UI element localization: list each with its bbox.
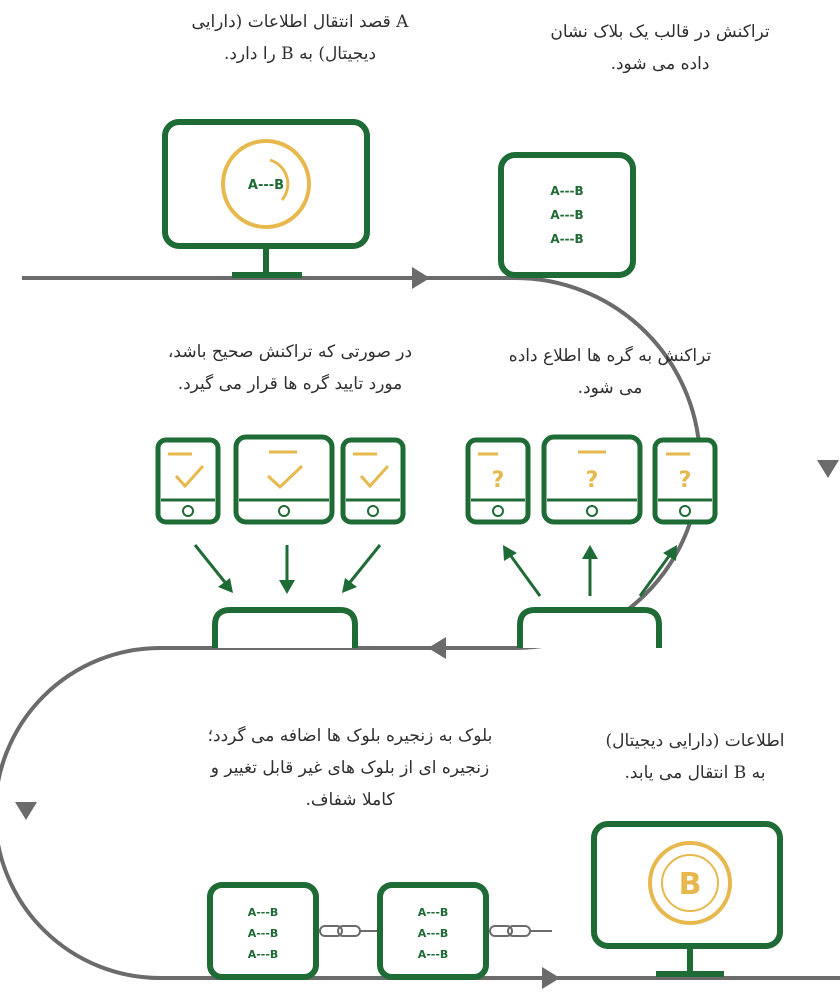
block-row-2: A---B	[248, 927, 279, 940]
question-mark-icon: ?	[586, 468, 599, 493]
caption-line: زنجیره ای از بلوک های غیر قابل تغییر و	[210, 758, 490, 778]
path-arrow-1	[412, 267, 430, 289]
node-check-phone-2	[233, 434, 335, 525]
caption-line: داده می شود.	[610, 54, 710, 74]
caption-line: می شود.	[577, 378, 643, 398]
checkmark-icon	[174, 464, 205, 489]
path-arrow-2	[817, 460, 839, 478]
caption-line: A قصد انتقال اطلاعات (دارایی	[191, 12, 409, 32]
caption-line: کاملا شفاف.	[305, 790, 395, 810]
path-arrow-4	[15, 802, 37, 820]
block-row-1: A---B	[550, 184, 583, 198]
caption-line: به B انتقال می یابد.	[624, 763, 766, 783]
node-question-phone-3: ?	[652, 437, 718, 525]
node-check-phone-3	[340, 437, 406, 525]
block-row-3: A---B	[248, 948, 279, 961]
caption-step-6: اطلاعات (دارایی دیجیتال) به B انتقال می …	[560, 725, 830, 789]
validation-arrows	[193, 544, 382, 594]
caption-step-2: تراکنش در قالب یک بلاک نشان داده می شود.	[500, 16, 820, 80]
monitor-b-icon: B	[591, 821, 783, 977]
block-row-3: A---B	[418, 948, 449, 961]
checkmark-icon	[359, 464, 390, 489]
transaction-block-icon: A---B A---B A---B	[498, 152, 636, 278]
block-on-path-right	[517, 607, 662, 648]
monitor-b-label: B	[679, 867, 702, 902]
caption-line: دیجیتال) به B را دارد.	[223, 44, 377, 64]
broadcast-arrows	[503, 545, 677, 597]
block-row-2: A---B	[418, 927, 449, 940]
caption-step-4: در صورتی که تراکنش صحیح باشد، مورد تایید…	[120, 336, 460, 400]
checkmark-icon	[266, 464, 304, 490]
caption-line: در صورتی که تراکنش صحیح باشد،	[167, 342, 413, 362]
block-on-path-left	[212, 607, 358, 648]
monitor-a-icon: A---B	[162, 119, 370, 278]
monitor-a-label: A---B	[248, 178, 284, 193]
chain-block-2: A---B A---B A---B	[377, 882, 489, 980]
node-question-phone-1: ?	[465, 437, 531, 525]
caption-step-3: تراکنش به گره ها اطلاع داده می شود.	[470, 340, 750, 404]
node-question-phone-2: ?	[541, 434, 643, 525]
caption-step-1: A قصد انتقال اطلاعات (دارایی دیجیتال) به…	[150, 6, 450, 70]
caption-line: بلوک به زنجیره بلوک ها اضافه می گردد؛	[207, 726, 493, 746]
path-arrow-3	[428, 637, 446, 659]
chain-link-icon	[489, 925, 552, 937]
node-check-phone-1	[155, 437, 221, 525]
caption-line: مورد تایید گره ها قرار می گیرد.	[177, 374, 403, 394]
path-arrow-5	[542, 967, 560, 989]
question-mark-icon: ?	[679, 468, 692, 493]
caption-line: تراکنش در قالب یک بلاک نشان	[550, 22, 770, 42]
block-row-1: A---B	[248, 906, 279, 919]
chain-link-icon	[319, 925, 378, 937]
caption-line: تراکنش به گره ها اطلاع داده	[508, 346, 712, 366]
block-row-3: A---B	[550, 232, 583, 246]
block-row-1: A---B	[418, 906, 449, 919]
question-mark-icon: ?	[492, 468, 505, 493]
caption-step-5: بلوک به زنجیره بلوک ها اضافه می گردد؛ زن…	[140, 720, 560, 816]
chain-block-1: A---B A---B A---B	[207, 882, 319, 980]
block-row-2: A---B	[550, 208, 583, 222]
caption-line: اطلاعات (دارایی دیجیتال)	[605, 731, 785, 751]
process-path	[0, 276, 840, 980]
